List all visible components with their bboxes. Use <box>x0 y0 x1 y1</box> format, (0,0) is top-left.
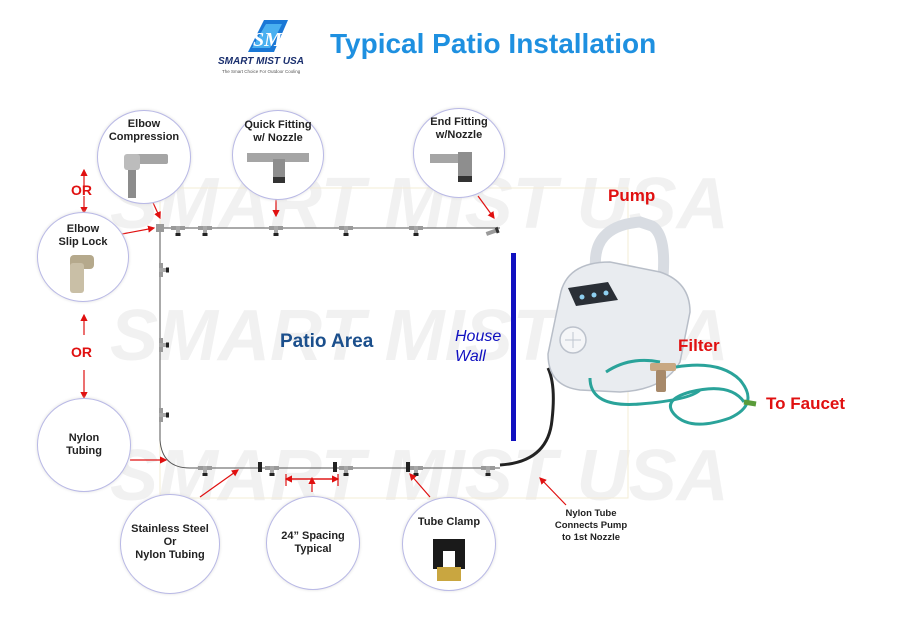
pump-label: Pump <box>608 186 656 205</box>
faucet-connector <box>743 399 757 407</box>
callout-elbow-compression: Elbow Compression <box>97 110 191 204</box>
page-title: Typical Patio Installation <box>330 28 657 59</box>
callout-nylon-tubing: Nylon Tubing <box>37 398 131 492</box>
end-fitting-icon <box>430 152 472 182</box>
callout-label: Tubing <box>66 445 102 457</box>
callout-label: Elbow <box>66 223 100 235</box>
callout-label: Quick Fitting <box>244 119 312 131</box>
top-fittings <box>156 224 500 236</box>
callout-quick-fitting: Quick Fitting w/ Nozzle <box>232 110 324 200</box>
nylon-note-line: to 1st Nozzle <box>561 532 621 543</box>
end-fitting <box>485 226 500 236</box>
callout-spacing: 24” Spacing Typical <box>266 496 360 590</box>
mist-tubing-line <box>158 227 500 469</box>
callout-stainless: Stainless Steel Or Nylon Tubing <box>120 494 220 594</box>
garden-hose <box>605 358 661 374</box>
hose-coil <box>669 363 750 426</box>
house-wall-label: House Wall <box>455 327 501 367</box>
spacing-dimension <box>284 474 340 486</box>
callout-label: 24” Spacing <box>281 530 345 542</box>
tube-clamp-mark <box>258 462 262 472</box>
pump-handle <box>589 216 670 292</box>
tube-clamp-mark <box>333 462 337 472</box>
house-wall-label-line: Wall <box>455 348 486 365</box>
callout-elbow-slip-lock: Elbow Slip Lock <box>37 212 129 302</box>
elbow-slip-lock-icon <box>70 255 94 293</box>
nylon-tube-to-pump <box>499 367 555 467</box>
logo-name: SMART MIST USA <box>218 56 304 67</box>
patio-area-label: Patio Area <box>280 331 374 352</box>
nylon-note-line: Nylon Tube <box>565 508 617 519</box>
callout-tube-clamp: Tube Clamp <box>402 497 496 591</box>
garden-hose <box>588 377 702 406</box>
callout-label: Stainless Steel <box>131 523 209 535</box>
bottom-fittings <box>198 462 495 476</box>
logo-mark-text: SM <box>253 29 283 51</box>
callout-label: Slip Lock <box>58 236 108 248</box>
filter-label: Filter <box>678 336 720 355</box>
elbow-compression-icon <box>124 154 168 198</box>
callout-label: Typical <box>294 543 332 555</box>
nylon-tube-note: Nylon Tube Connects Pump to 1st Nozzle <box>536 508 646 544</box>
faucet-label: To Faucet <box>766 394 846 413</box>
or-label: OR <box>71 182 92 198</box>
callout-label: w/Nozzle <box>435 129 483 141</box>
callout-label: Nylon <box>68 432 100 444</box>
callout-label: Or <box>163 536 177 548</box>
callout-label: End Fitting <box>430 116 488 128</box>
callout-label: Nylon Tubing <box>135 549 205 561</box>
tube-clamp-icon <box>433 539 465 581</box>
quick-fitting-icon <box>247 153 309 183</box>
elbow-fitting <box>156 224 164 232</box>
tube-clamp-mark <box>406 462 410 472</box>
callout-end-fitting: End Fitting w/Nozzle <box>413 108 505 198</box>
house-wall-label-line: House <box>455 328 502 345</box>
callout-label: Elbow <box>127 118 161 130</box>
logo-icon: SM <box>248 20 288 52</box>
logo-tagline: The Smart Choice For Outdoor Cooling <box>222 69 301 74</box>
callout-label: Compression <box>108 131 180 143</box>
callout-label: Tube Clamp <box>417 516 481 528</box>
filter-assembly <box>650 363 676 392</box>
callout-label: w/ Nozzle <box>253 132 303 144</box>
or-label: OR <box>71 344 92 360</box>
watermark-text: SMART MIST USA <box>110 436 729 516</box>
nylon-note-line: Connects Pump <box>554 520 628 531</box>
house-wall <box>511 253 516 441</box>
